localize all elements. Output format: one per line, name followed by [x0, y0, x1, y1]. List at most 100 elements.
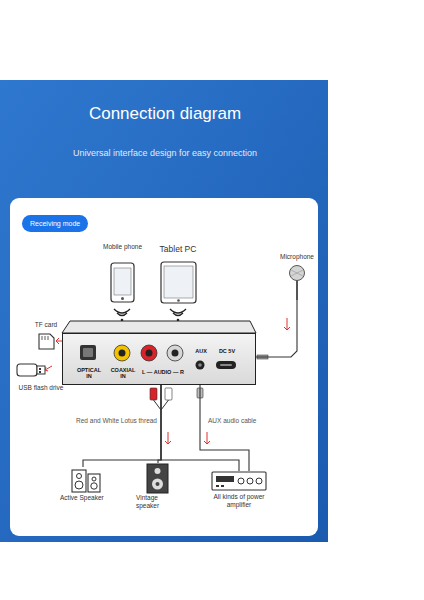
amplifier-icon: [216, 485, 219, 487]
icon-space: [206, 471, 272, 493]
amplifier: All kinds of power amplifier: [206, 471, 272, 509]
node-label: All kinds of power amplifier: [206, 493, 272, 509]
node-label: Tablet PC: [153, 244, 203, 254]
icon-space: [95, 251, 150, 310]
device-ports: [172, 350, 179, 357]
vintage-speaker-icon: [155, 468, 161, 474]
device-ports: [141, 345, 157, 361]
speaker: Active Speaker: [60, 467, 106, 502]
node-label: Receiving mode: [30, 219, 80, 228]
vintage-speaker-icon: [147, 464, 168, 493]
active-speaker-icon: [88, 474, 100, 492]
node-label: USB flash drive: [8, 384, 74, 392]
storage-card: TF card: [28, 321, 64, 358]
speaker: Vintage speaker: [136, 463, 180, 510]
white-panel: [10, 198, 318, 536]
usb-drive-icon: [37, 366, 45, 374]
device-ports: [80, 345, 96, 360]
cable-plugs: [165, 388, 172, 400]
active-speaker-icon: [72, 470, 86, 492]
source-device: Mobile phone: [95, 243, 150, 310]
active-speaker-icon: [91, 483, 97, 489]
device-ports: [198, 363, 202, 367]
icon-space: [28, 329, 64, 358]
cable-connector: [200, 385, 249, 471]
usb-drive-icon: [17, 364, 45, 376]
microphone: Microphone: [273, 253, 321, 300]
active-speaker-icon: [77, 474, 82, 479]
active-speaker-icon: [72, 470, 100, 492]
device-ports: [80, 345, 236, 370]
tf-card-icon: [42, 336, 48, 340]
cable-label: AUX audio cable: [207, 417, 257, 425]
cable-connector: [256, 300, 297, 357]
icon-space: [153, 254, 203, 312]
tf-card-icon: [39, 334, 54, 349]
icon-space: [60, 467, 106, 494]
usb-drive-icon: [39, 368, 41, 370]
vintage-speaker-icon: [147, 464, 168, 493]
icon-space: [8, 362, 74, 384]
storage-drive: USB flash drive: [8, 362, 74, 392]
usb-drive-icon: [17, 364, 37, 376]
tablet-icon: [161, 262, 196, 303]
diagram-title: Connection diagram: [0, 104, 330, 124]
tf-card-icon: [39, 334, 54, 349]
node-label: Active Speaker: [60, 494, 106, 502]
cable-plugs: [150, 388, 157, 400]
red-arrow: [45, 318, 290, 444]
tablet-icon: [177, 299, 180, 302]
cable-label: Red and White Lotus thread: [66, 417, 158, 425]
node-label: Microphone: [273, 253, 321, 261]
icon-space: [273, 261, 321, 300]
device-ports: [114, 345, 130, 361]
device-ports: [220, 364, 232, 366]
device-ports: [146, 350, 153, 357]
phone-icon: [121, 297, 124, 300]
subtitle: Universal interface design for easy conn…: [0, 148, 330, 159]
port-label: DC 5V: [213, 348, 241, 354]
microphone-icon: [257, 266, 305, 360]
wireless-symbol: [173, 313, 183, 316]
wireless-symbol: [114, 309, 130, 313]
receiver-box: OPTICAL INCOAXIAL INL — AUDIO — RAUXDC 5…: [62, 333, 256, 385]
amplifier-icon: [216, 476, 234, 482]
node-label: Vintage speaker: [136, 494, 180, 510]
wireless-symbol: [170, 309, 186, 313]
source-device: Tablet PC: [153, 244, 203, 312]
amplifier-icon: [247, 478, 253, 484]
amplifier-icon: [256, 478, 262, 484]
device-ports: [83, 348, 93, 357]
device-body: [62, 321, 256, 385]
device-body: [62, 333, 256, 385]
microphone-icon: [296, 279, 298, 300]
vintage-speaker-icon: [152, 479, 163, 490]
phone-icon: [111, 263, 134, 302]
wireless-symbol: [114, 309, 186, 321]
port-label: OPTICAL IN: [75, 367, 103, 379]
wireless-symbol: [117, 313, 127, 316]
device-ports: [167, 345, 183, 361]
device-ports: [196, 361, 205, 370]
node-label: TF card: [28, 321, 64, 329]
red-arrow: [165, 432, 171, 444]
node-label: Mobile phone: [95, 243, 150, 251]
port-label: L — AUDIO — R: [135, 369, 191, 375]
phone-icon: [111, 263, 134, 302]
red-arrow: [284, 318, 290, 330]
amplifier-icon: [212, 472, 266, 490]
amplifier-icon: [221, 485, 224, 487]
device-ports: [119, 350, 126, 357]
microphone-icon: [291, 270, 303, 276]
device-body: [62, 321, 256, 333]
amplifier-icon: [212, 472, 266, 490]
device-ports: [216, 361, 236, 369]
usb-drive-icon: [39, 371, 41, 373]
tablet-icon: [164, 266, 193, 298]
cable-connector: [83, 385, 161, 467]
mode-badge: Receiving mode: [22, 215, 88, 232]
port-label: AUX: [191, 348, 211, 354]
red-arrow: [45, 366, 52, 371]
